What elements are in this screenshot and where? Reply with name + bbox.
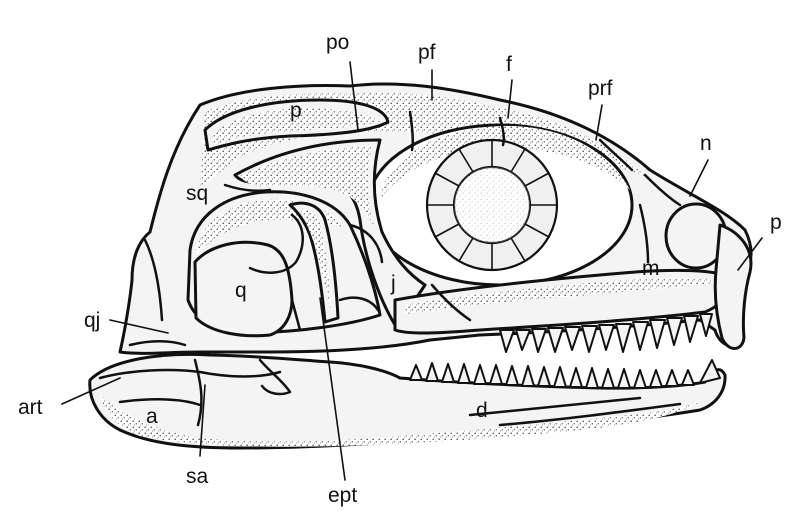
label-j: j — [391, 273, 396, 294]
label-pf: pf — [418, 42, 436, 63]
label-po: po — [326, 32, 349, 53]
label-art: art — [18, 397, 43, 418]
premaxilla — [715, 225, 751, 349]
label-n: n — [700, 133, 712, 154]
label-p-premaxilla: p — [770, 212, 782, 233]
sclerotic-ring — [427, 140, 557, 270]
label-a: a — [146, 406, 158, 427]
label-prf: prf — [588, 78, 613, 99]
label-d: d — [476, 400, 488, 421]
label-sa: sa — [186, 466, 208, 487]
label-f: f — [506, 54, 512, 75]
label-q: q — [235, 280, 247, 301]
label-m: m — [642, 258, 660, 279]
label-qj: qj — [84, 310, 100, 331]
label-sq: sq — [186, 183, 208, 204]
label-p-parietal: p — [290, 100, 302, 121]
label-ept: ept — [328, 485, 357, 506]
